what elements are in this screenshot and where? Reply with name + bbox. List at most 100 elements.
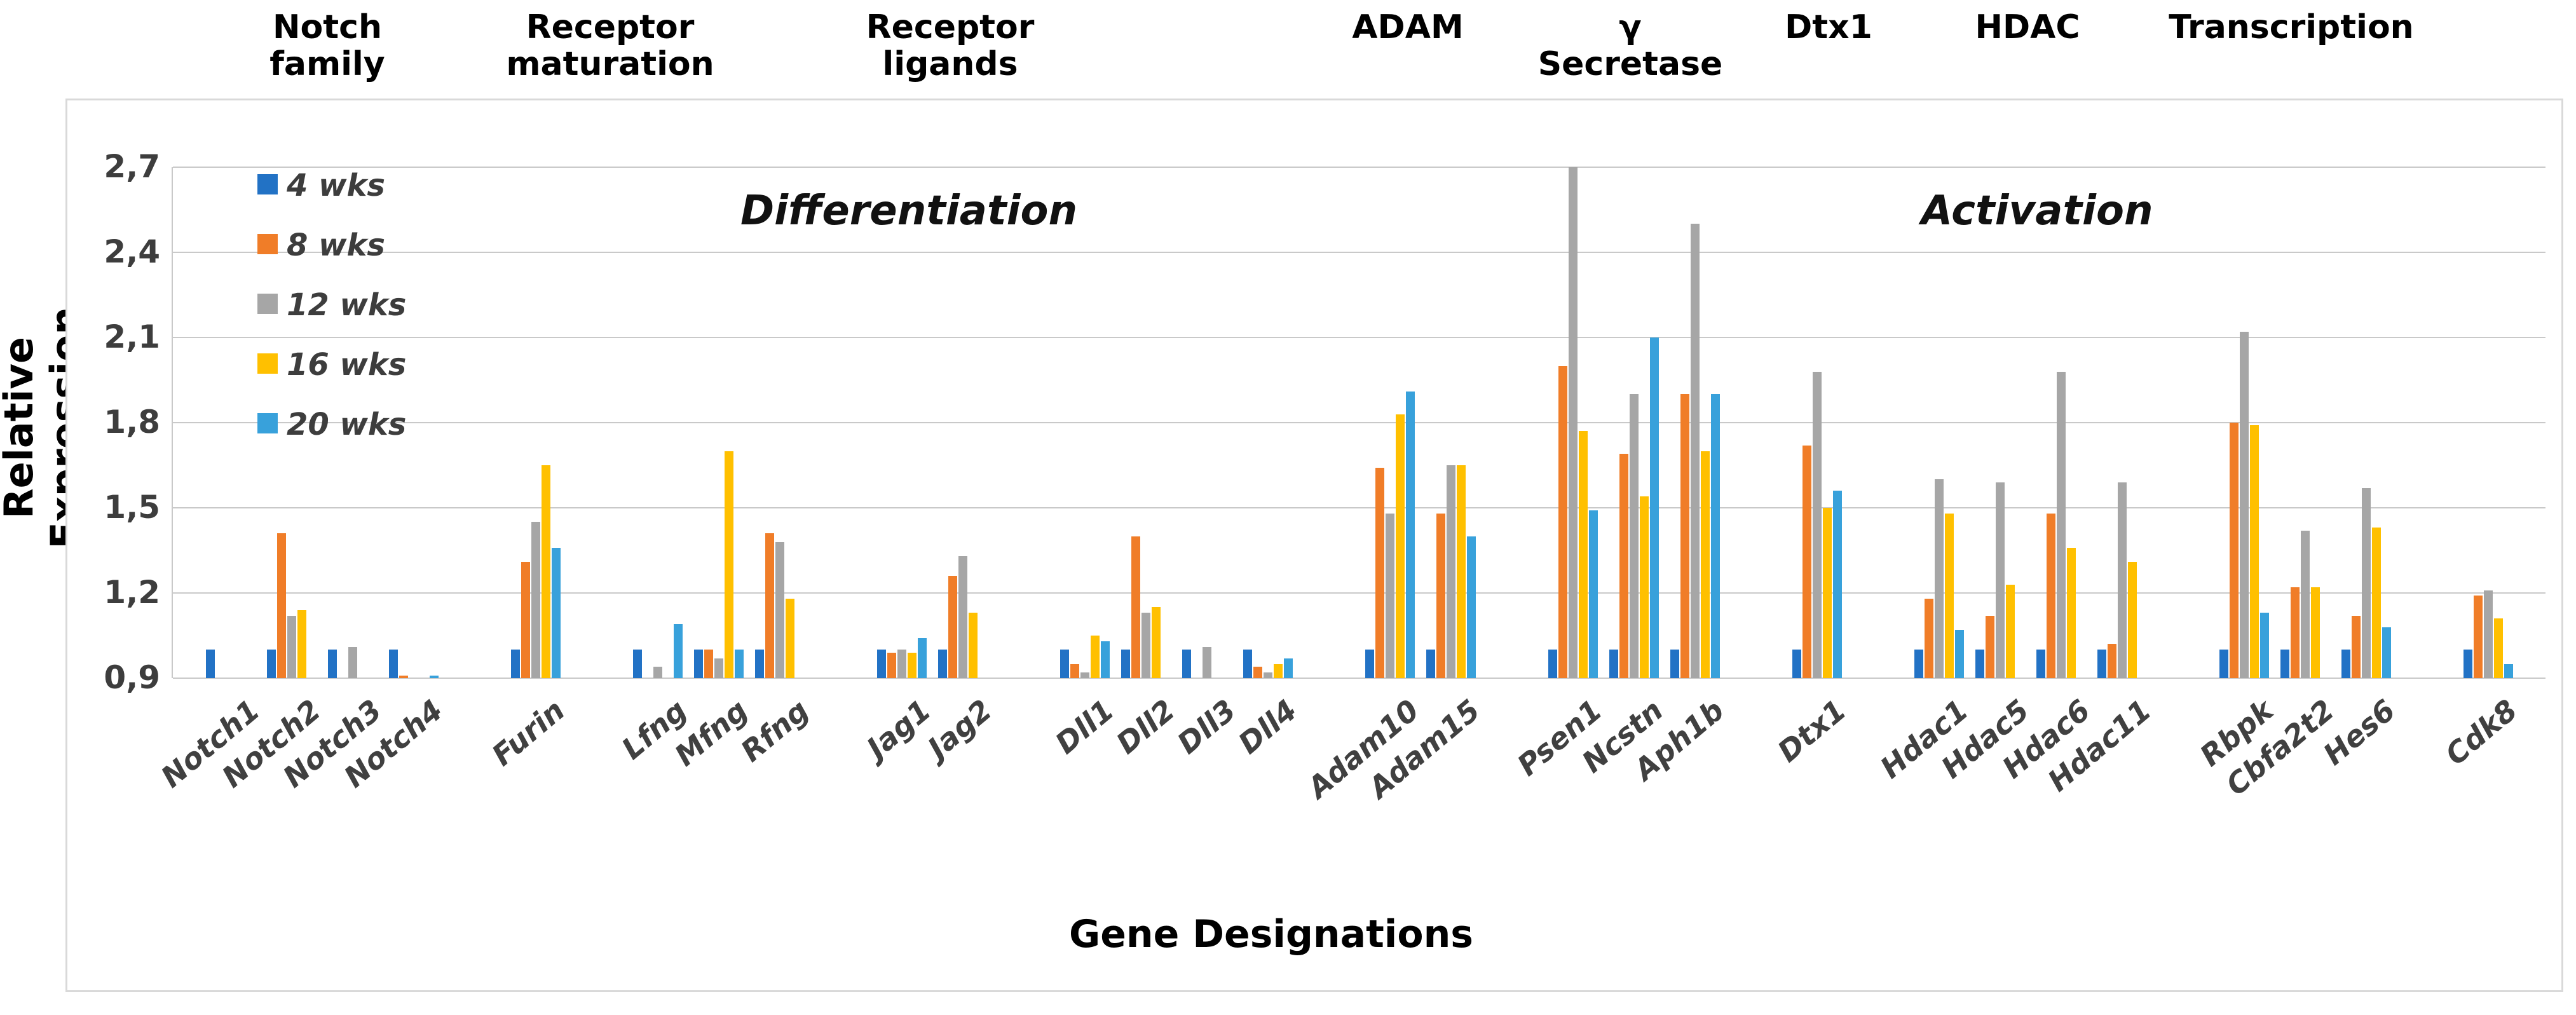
bar-Cdk8-8-wks — [2474, 596, 2483, 678]
legend-swatch-12-wks — [257, 294, 278, 314]
bar-Hdac1-20-wks — [1955, 630, 1964, 678]
bar-Mfng-16-wks — [725, 451, 733, 678]
bar-Hdac1-12-wks — [1935, 479, 1944, 678]
bar-Adam15-8-wks — [1436, 513, 1445, 678]
bar-Dll1-16-wks — [1091, 636, 1100, 678]
bar-Psen1-20-wks — [1589, 510, 1598, 678]
bar-Aph1b-12-wks — [1691, 224, 1700, 678]
legend-label: 8 wks — [287, 228, 385, 263]
bar-Rbpk-16-wks — [2250, 425, 2259, 678]
bar-Furin-16-wks — [542, 465, 550, 678]
bar-Dtx1-12-wks — [1813, 371, 1822, 678]
bar-Rfng-12-wks — [775, 542, 784, 678]
bar-Psen1-12-wks — [1569, 167, 1578, 678]
bar-Dll2-16-wks — [1152, 607, 1161, 678]
bar-Rfng-16-wks — [786, 598, 794, 678]
legend-label: 4 wks — [287, 168, 385, 203]
bar-Dll2-12-wks — [1141, 613, 1150, 678]
category-header: HDAC — [1975, 8, 2080, 46]
bar-Cbfa2t2-4-wks — [2280, 650, 2289, 678]
bar-Psen1-8-wks — [1558, 365, 1567, 678]
bar-Hdac1-16-wks — [1945, 513, 1954, 678]
y-tick-label: 1,8 — [104, 404, 160, 440]
bar-Ncstn-8-wks — [1619, 454, 1628, 678]
legend-label: 20 wks — [287, 407, 407, 442]
bar-Notch3-12-wks — [348, 646, 357, 678]
y-tick-label: 2,7 — [104, 148, 160, 185]
bar-Lfng-4-wks — [633, 650, 642, 678]
bar-Cdk8-4-wks — [2464, 650, 2472, 678]
bar-Cdk8-20-wks — [2504, 664, 2513, 678]
bar-Aph1b-16-wks — [1701, 451, 1710, 678]
bar-Adam10-20-wks — [1406, 391, 1415, 678]
gridline — [173, 507, 2545, 508]
bar-Jag1-20-wks — [918, 638, 927, 678]
bar-Jag1-16-wks — [908, 652, 917, 678]
bar-Mfng-4-wks — [694, 650, 703, 678]
bar-Hdac6-12-wks — [2057, 371, 2066, 678]
gridline — [173, 167, 2545, 168]
bar-Hes6-4-wks — [2341, 650, 2350, 678]
bar-Notch4-8-wks — [399, 675, 408, 678]
bar-Furin-20-wks — [552, 547, 561, 678]
bar-Aph1b-4-wks — [1670, 650, 1679, 678]
bar-Hdac6-16-wks — [2067, 547, 2076, 678]
bar-Ncstn-20-wks — [1650, 337, 1659, 678]
annotation-differentiation: Differentiation — [740, 187, 1078, 235]
bar-Dll1-12-wks — [1080, 672, 1089, 678]
bar-Rfng-8-wks — [765, 533, 774, 678]
legend-label: 12 wks — [287, 287, 407, 323]
bar-Jag2-4-wks — [938, 650, 947, 678]
y-tick-label: 0,9 — [104, 659, 160, 696]
bar-Ncstn-4-wks — [1609, 650, 1618, 678]
bar-Hes6-8-wks — [2352, 615, 2361, 678]
bar-Hdac11-16-wks — [2128, 561, 2137, 678]
bar-Notch2-16-wks — [297, 610, 306, 678]
category-header: Transcription — [2169, 8, 2414, 46]
bar-Notch2-4-wks — [267, 650, 276, 678]
gridline — [173, 422, 2545, 423]
bar-Hdac5-12-wks — [1996, 482, 2005, 678]
bar-Jag1-12-wks — [897, 650, 906, 678]
bar-Psen1-4-wks — [1548, 650, 1557, 678]
bar-Psen1-16-wks — [1579, 431, 1588, 678]
bar-Dll4-8-wks — [1253, 667, 1262, 678]
bar-Mfng-20-wks — [735, 650, 744, 678]
bar-Notch4-20-wks — [430, 675, 439, 678]
bar-Cdk8-16-wks — [2494, 618, 2503, 678]
bar-Notch1-4-wks — [206, 650, 215, 678]
bar-Furin-12-wks — [531, 522, 540, 678]
bar-Dll4-20-wks — [1284, 658, 1293, 678]
bar-Dtx1-16-wks — [1823, 508, 1832, 678]
bar-Adam15-4-wks — [1426, 650, 1435, 678]
bar-Ncstn-16-wks — [1640, 496, 1649, 678]
bar-Jag1-4-wks — [877, 650, 886, 678]
bar-Notch3-4-wks — [328, 650, 337, 678]
bar-Jag1-8-wks — [887, 652, 896, 678]
bar-Hdac5-4-wks — [1975, 650, 1984, 678]
bar-Dtx1-4-wks — [1792, 650, 1801, 678]
bar-Dtx1-20-wks — [1833, 491, 1842, 678]
bar-Dll3-12-wks — [1203, 646, 1211, 678]
y-tick-label: 2,4 — [104, 233, 160, 270]
bar-Hdac11-12-wks — [2118, 482, 2127, 678]
bar-Mfng-12-wks — [714, 658, 723, 678]
bar-Aph1b-20-wks — [1711, 394, 1720, 678]
bar-Hdac1-8-wks — [1925, 598, 1933, 678]
bar-Lfng-12-wks — [653, 667, 662, 678]
bar-Cbfa2t2-16-wks — [2311, 587, 2320, 678]
bar-Cbfa2t2-8-wks — [2291, 587, 2300, 678]
bar-Jag2-12-wks — [958, 555, 967, 678]
gridline — [173, 678, 2545, 679]
bar-Rbpk-12-wks — [2240, 332, 2249, 678]
bar-Mfng-8-wks — [704, 650, 713, 678]
bar-Notch2-8-wks — [277, 533, 286, 678]
bar-Lfng-20-wks — [674, 624, 683, 678]
legend-label: 16 wks — [287, 347, 407, 383]
bar-Dll1-8-wks — [1070, 664, 1079, 678]
